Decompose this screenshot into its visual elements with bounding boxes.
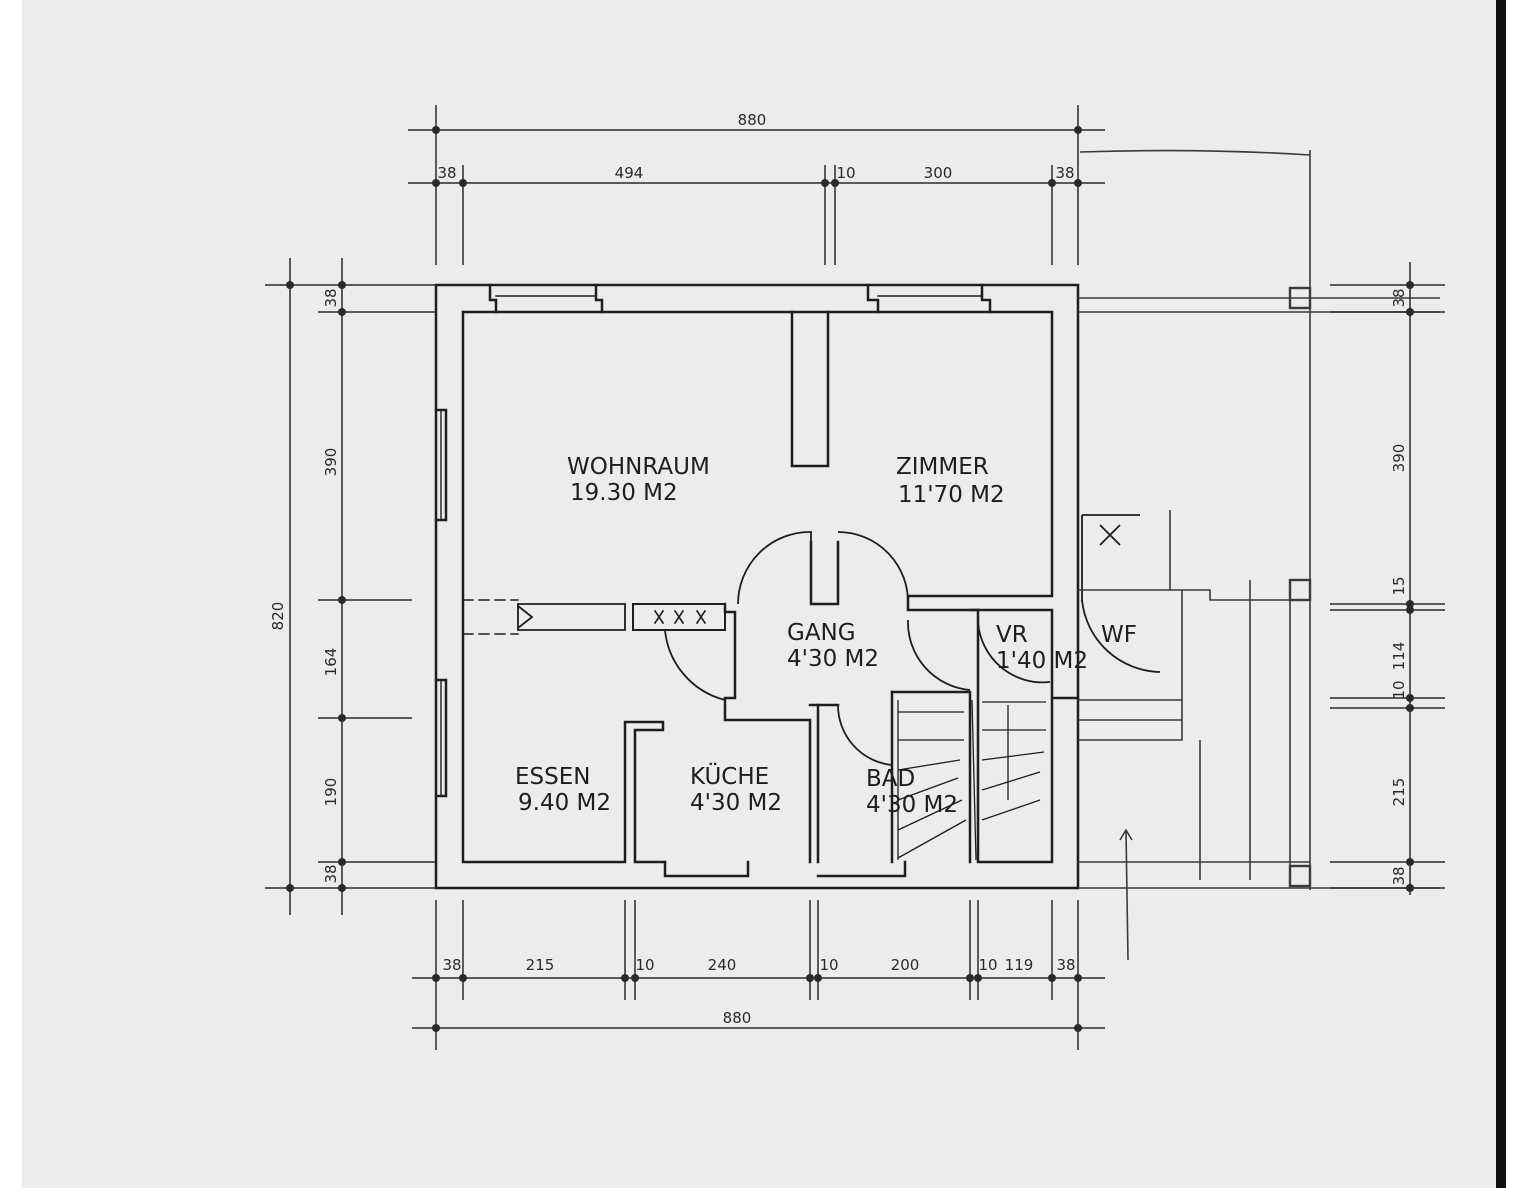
windows-north [488,283,992,314]
dim-top-part: 300 [924,164,953,182]
door-arc-bad [837,704,893,766]
column-top [1288,286,1312,310]
dim-left-part: 38 [322,864,340,883]
dim-bottom-total: 880 [723,1009,752,1027]
staircase [897,699,1046,861]
door-arc-kueche [664,629,726,701]
dim-bottom-part: 38 [1056,956,1075,974]
dim-right-part: 215 [1390,778,1408,807]
dim-bottom-part: 240 [708,956,737,974]
dimension-ticks [286,126,1414,1032]
room-name-essen: ESSEN [515,764,590,790]
room-name-vr: VR [996,622,1028,648]
entry-arrow [1119,828,1133,961]
wf-door [1081,514,1140,602]
dim-top-part: 494 [615,164,644,182]
dim-left-part: 164 [322,648,340,677]
door-arc-zimmer [837,531,909,605]
dim-bottom-part: 38 [442,956,461,974]
dim-top-part: 10 [836,164,855,182]
dim-left-part: 390 [322,448,340,477]
dimension-lines [265,105,1445,1050]
dim-bottom-part: 10 [819,956,838,974]
dining-divider [462,599,519,635]
room-area-kueche: 4'30 M2 [690,790,782,816]
room-name-kueche: KÜCHE [690,762,769,790]
dim-bottom-part: 10 [635,956,654,974]
dim-bottom-part: 200 [891,956,920,974]
room-area-gang: 4'30 M2 [787,646,879,672]
column-bottom [1288,864,1312,888]
dim-right-part: 15 [1390,576,1408,595]
door-arc-wohnraum [737,531,812,605]
room-name-bad: BAD [866,766,915,792]
dim-bottom-part: 215 [526,956,555,974]
kitchen-counter [632,603,726,631]
stair-treads [897,699,1046,861]
room-area-wohnraum: 19.30 M2 [570,480,678,506]
room-area-zimmer: 11'70 M2 [898,482,1005,508]
annex-lines [1078,149,1440,890]
kitchen-sideboard [516,603,626,631]
room-name-zimmer: ZIMMER [896,454,989,480]
chimney-partition [790,310,830,468]
stair-wall [890,690,972,864]
dim-bottom-part: 10 [978,956,997,974]
dim-lines-left [265,258,436,915]
room-area-bad: 4'30 M2 [866,792,958,818]
dim-top-part: 38 [1055,164,1074,182]
room-area-vr: 1'40 M2 [996,648,1088,674]
room-name-gang: GANG [787,620,856,646]
room-area-essen: 9.40 M2 [518,790,611,816]
door-arc-vr-inner [977,621,1051,684]
paper-sheet [22,0,1500,1188]
room-name-wf: WF [1101,622,1137,648]
dim-right-part: 10 [1390,680,1408,699]
windows-south [663,860,907,878]
dim-top-total: 880 [738,111,767,129]
stair-wall-east [976,608,1054,864]
dim-left-part: 190 [322,778,340,807]
door-arc-wf [1081,599,1161,673]
dim-right-part: 390 [1390,444,1408,473]
stove-burners [653,609,707,625]
dim-right-part: 38 [1390,866,1408,885]
dim-bottom-part: 119 [1005,956,1034,974]
dim-left-total: 820 [269,602,287,631]
room-name-wohnraum: WOHNRAUM [567,454,710,480]
kitchen-wall [723,602,812,864]
central-pier [809,540,840,606]
annex-sketch [1078,149,1440,961]
dim-right-part: 38 [1390,288,1408,307]
door-arc-vr [907,619,971,691]
doors [664,514,1161,766]
dim-left-part: 38 [322,288,340,307]
dim-top-part: 38 [437,164,456,182]
inner-wall-west [461,310,667,864]
dim-right-part: 114 [1390,642,1408,671]
paper-edge [1496,0,1506,1188]
dim-lines-right [1330,262,1445,895]
column-middle [1288,578,1312,602]
